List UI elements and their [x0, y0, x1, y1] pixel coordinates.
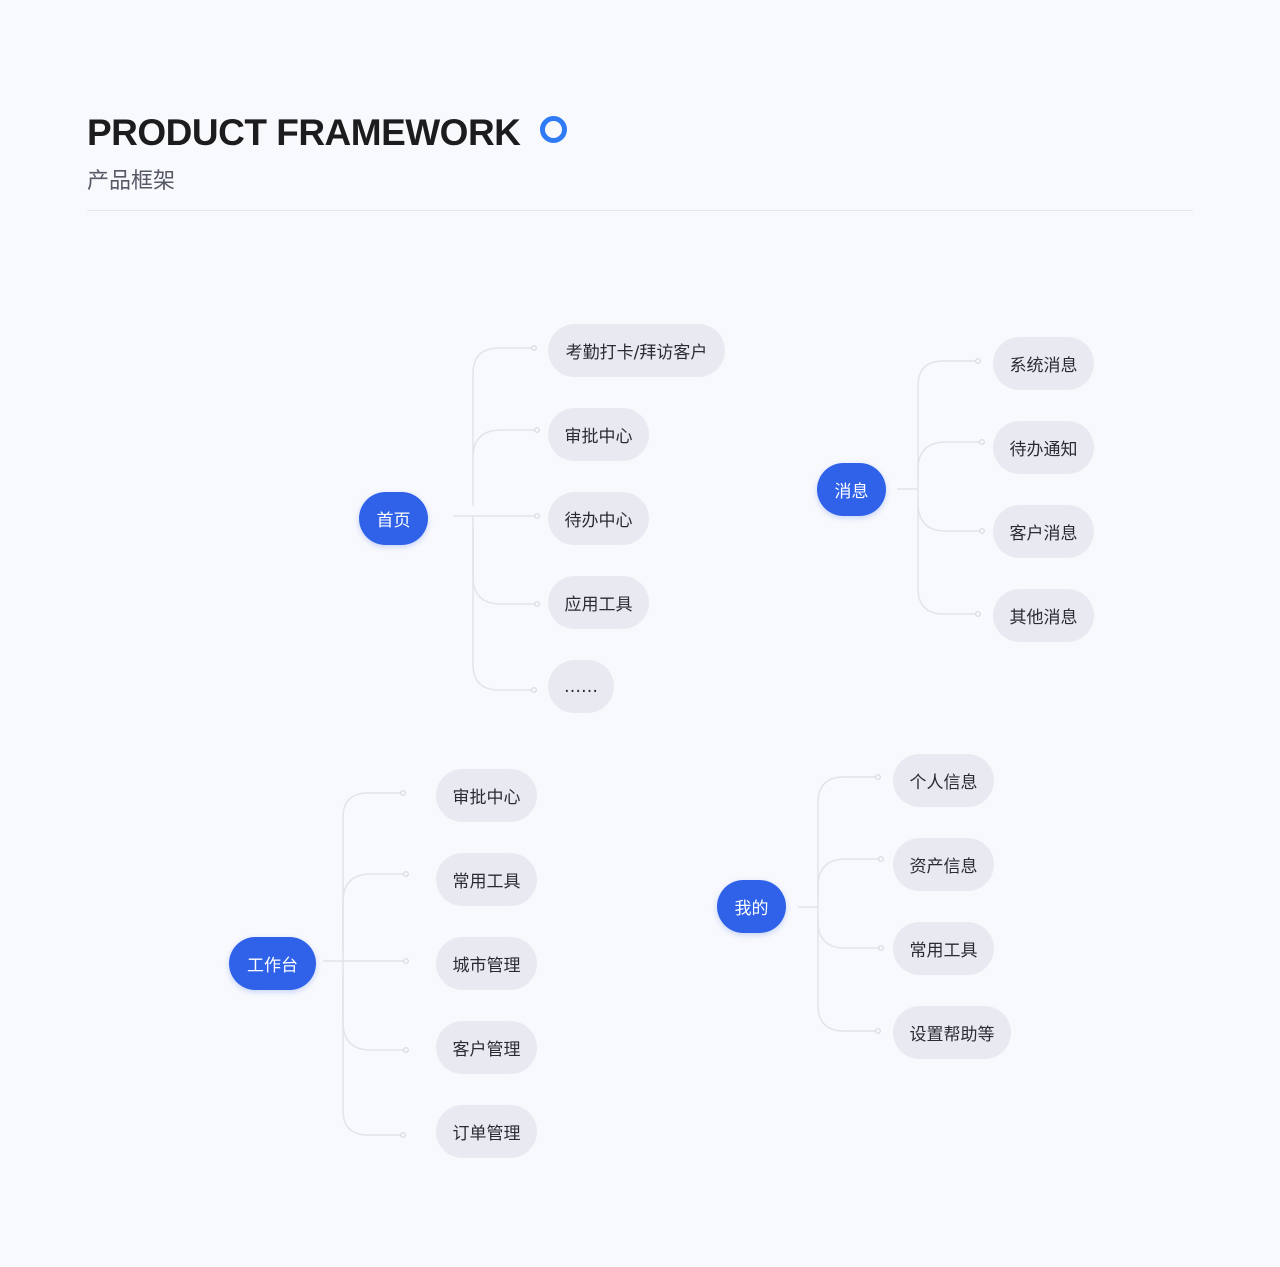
leaf-node: 订单管理 — [436, 1105, 537, 1158]
root-node-messages: 消息 — [817, 463, 886, 516]
leaf-node: 系统消息 — [993, 337, 1094, 390]
leaf-node: 客户消息 — [993, 505, 1094, 558]
page-title: PRODUCT FRAMEWORK — [87, 112, 521, 153]
root-node-workbench: 工作台 — [229, 937, 316, 990]
leaf-node: 常用工具 — [893, 922, 994, 975]
header-divider — [87, 210, 1193, 211]
leaf-node: 常用工具 — [436, 853, 537, 906]
leaf-node: 设置帮助等 — [893, 1006, 1011, 1059]
leaf-node: 待办通知 — [993, 421, 1094, 474]
ring-icon — [540, 116, 567, 143]
leaf-node: 应用工具 — [548, 576, 649, 629]
leaf-node: 审批中心 — [548, 408, 649, 461]
leaf-node: 城市管理 — [436, 937, 537, 990]
leaf-node: 个人信息 — [893, 754, 994, 807]
page-subtitle: 产品框架 — [87, 169, 176, 194]
leaf-node: 其他消息 — [993, 589, 1094, 642]
leaf-node: 待办中心 — [548, 492, 649, 545]
root-node-mine: 我的 — [717, 880, 786, 933]
leaf-node: 客户管理 — [436, 1021, 537, 1074]
leaf-node: 资产信息 — [893, 838, 994, 891]
leaf-node: 审批中心 — [436, 769, 537, 822]
leaf-node: 考勤打卡/拜访客户 — [548, 324, 725, 377]
leaf-node: …… — [548, 660, 614, 713]
root-node-home: 首页 — [359, 492, 428, 545]
